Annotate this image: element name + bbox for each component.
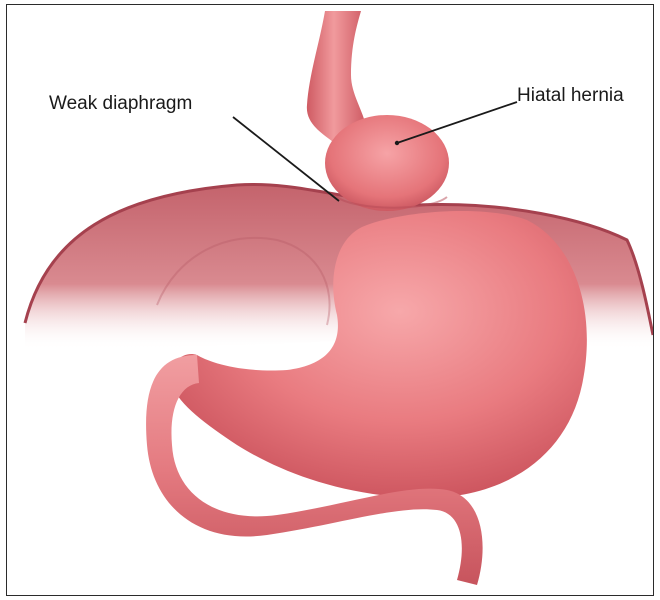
hiatal-hernia-leader-dot: [395, 141, 399, 145]
hiatal-hernia-label: Hiatal hernia: [517, 85, 624, 107]
figure-frame: Weak diaphragm Hiatal hernia: [6, 4, 654, 596]
hiatal-hernia-bulge: [325, 115, 449, 211]
weak-diaphragm-label: Weak diaphragm: [49, 93, 192, 115]
